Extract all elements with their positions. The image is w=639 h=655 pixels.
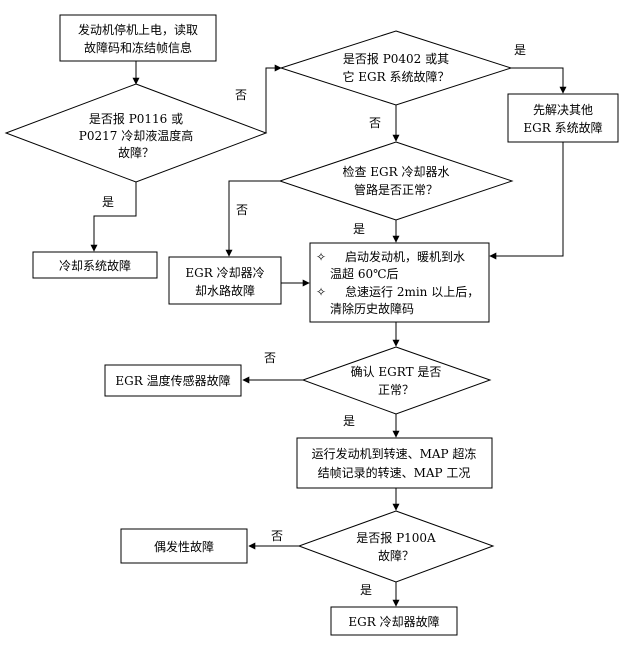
decision-water-circuit: 检查 EGR 冷却器水 管路是否正常？: [278, 141, 514, 221]
run-line-2: 结帧记录的转速、MAP 工况: [318, 465, 471, 480]
cooling-system-fault-box: 冷却系统故障: [32, 251, 158, 279]
procedure-box: ✧ 启动发动机，暖机到水 温超 60℃后 ✧ 怠速运行 2min 以上后， 清除…: [309, 242, 490, 323]
decision-p100a: 是否报 P100A 故障？: [297, 510, 495, 583]
decision-egrt: 确认 EGRT 是否 正常？: [301, 346, 492, 415]
decision-p0116-p0217: 是否报 P0116 或 P0217 冷却液温度高 故障？: [4, 83, 268, 183]
fix-other-egr-box: 先解决其他 EGR 系统故障: [507, 93, 619, 143]
procedure-line-1: 启动发动机，暖机到水: [345, 249, 465, 264]
decision-p0116-line-1: 是否报 P0116 或: [89, 111, 183, 126]
edge-label-q4-no: 否: [264, 351, 276, 365]
decision-p0116-line-2: P0217 冷却液温度高: [79, 128, 193, 143]
decision-p100a-line-2: 故障？: [378, 548, 414, 563]
decision-water-line-2: 管路是否正常？: [354, 182, 438, 197]
egr-water-fault-box: EGR 冷却器冷 却水路故障: [168, 256, 282, 305]
decision-p0402: 是否报 P0402 或其 它 EGR 系统故障？: [279, 30, 513, 106]
cooler-fault-text: EGR 冷却器故障: [348, 614, 439, 629]
edge-label-q2-yes: 是: [514, 43, 526, 57]
edge-q1-cooling-fault: [90, 182, 137, 252]
decision-p0402-line-2: 它 EGR 系统故障？: [342, 69, 449, 84]
temp-sensor-fault-text: EGR 温度传感器故障: [115, 373, 230, 388]
intermittent-fault-text: 偶发性故障: [154, 539, 214, 554]
decision-egrt-line-1: 确认 EGRT 是否: [351, 365, 442, 379]
procedure-line-4: 清除历史故障码: [330, 301, 414, 316]
fix-other-line-2: EGR 系统故障: [523, 120, 602, 135]
fix-other-line-1: 先解决其他: [533, 103, 593, 117]
intermittent-fault-box: 偶发性故障: [120, 528, 248, 564]
decision-p0116-line-3: 故障？: [118, 145, 154, 160]
procedure-line-3: 怠速运行 2min 以上后，: [345, 285, 479, 299]
edge-labels: 否 是 是 否 否 是 否 是 否 是: [102, 43, 526, 597]
egr-cooler-fault-box: EGR 冷却器故障: [330, 606, 458, 636]
start-box: 发动机停机上电，读取 故障码和冻结帧信息: [59, 14, 217, 62]
edge-label-q3-yes: 是: [353, 222, 365, 236]
egr-temp-sensor-fault-box: EGR 温度传感器故障: [104, 364, 242, 397]
edge-label-q4-yes: 是: [343, 414, 355, 428]
edge-label-q2-no: 否: [369, 116, 381, 130]
edge-q2-fix-other: [511, 67, 567, 94]
edge-label-q1-yes: 是: [102, 195, 114, 209]
water-fault-line-2: 却水路故障: [195, 283, 255, 298]
start-line-2: 故障码和冻结帧信息: [84, 40, 192, 55]
edge-label-q1-no: 否: [235, 88, 247, 102]
procedure-line-2: 温超 60℃后: [330, 266, 399, 281]
edge-q3-water-fault: [225, 180, 280, 257]
water-fault-line-1: EGR 冷却器冷: [185, 266, 264, 280]
start-line-1: 发动机停机上电，读取: [78, 22, 198, 37]
procedure-bullet-1: ✧: [316, 250, 326, 264]
run-line-1: 运行发动机到转速、MAP 超冻: [312, 446, 477, 461]
procedure-bullet-2: ✧: [316, 285, 326, 299]
cooling-fault-text: 冷却系统故障: [59, 258, 131, 273]
decision-egrt-line-2: 正常？: [378, 383, 414, 397]
edge-fix-other-procedure: [489, 142, 564, 260]
edges: [90, 61, 567, 607]
edge-q1-q2: [265, 64, 282, 133]
run-engine-box: 运行发动机到转速、MAP 超冻 结帧记录的转速、MAP 工况: [296, 437, 493, 489]
edge-label-q5-no: 否: [271, 529, 283, 543]
edge-label-q3-no: 否: [236, 203, 248, 217]
decision-p0402-line-1: 是否报 P0402 或其: [343, 51, 449, 66]
decision-p100a-line-1: 是否报 P100A: [356, 530, 436, 545]
decision-water-line-1: 检查 EGR 冷却器水: [342, 164, 449, 179]
edge-label-q5-yes: 是: [360, 583, 372, 597]
